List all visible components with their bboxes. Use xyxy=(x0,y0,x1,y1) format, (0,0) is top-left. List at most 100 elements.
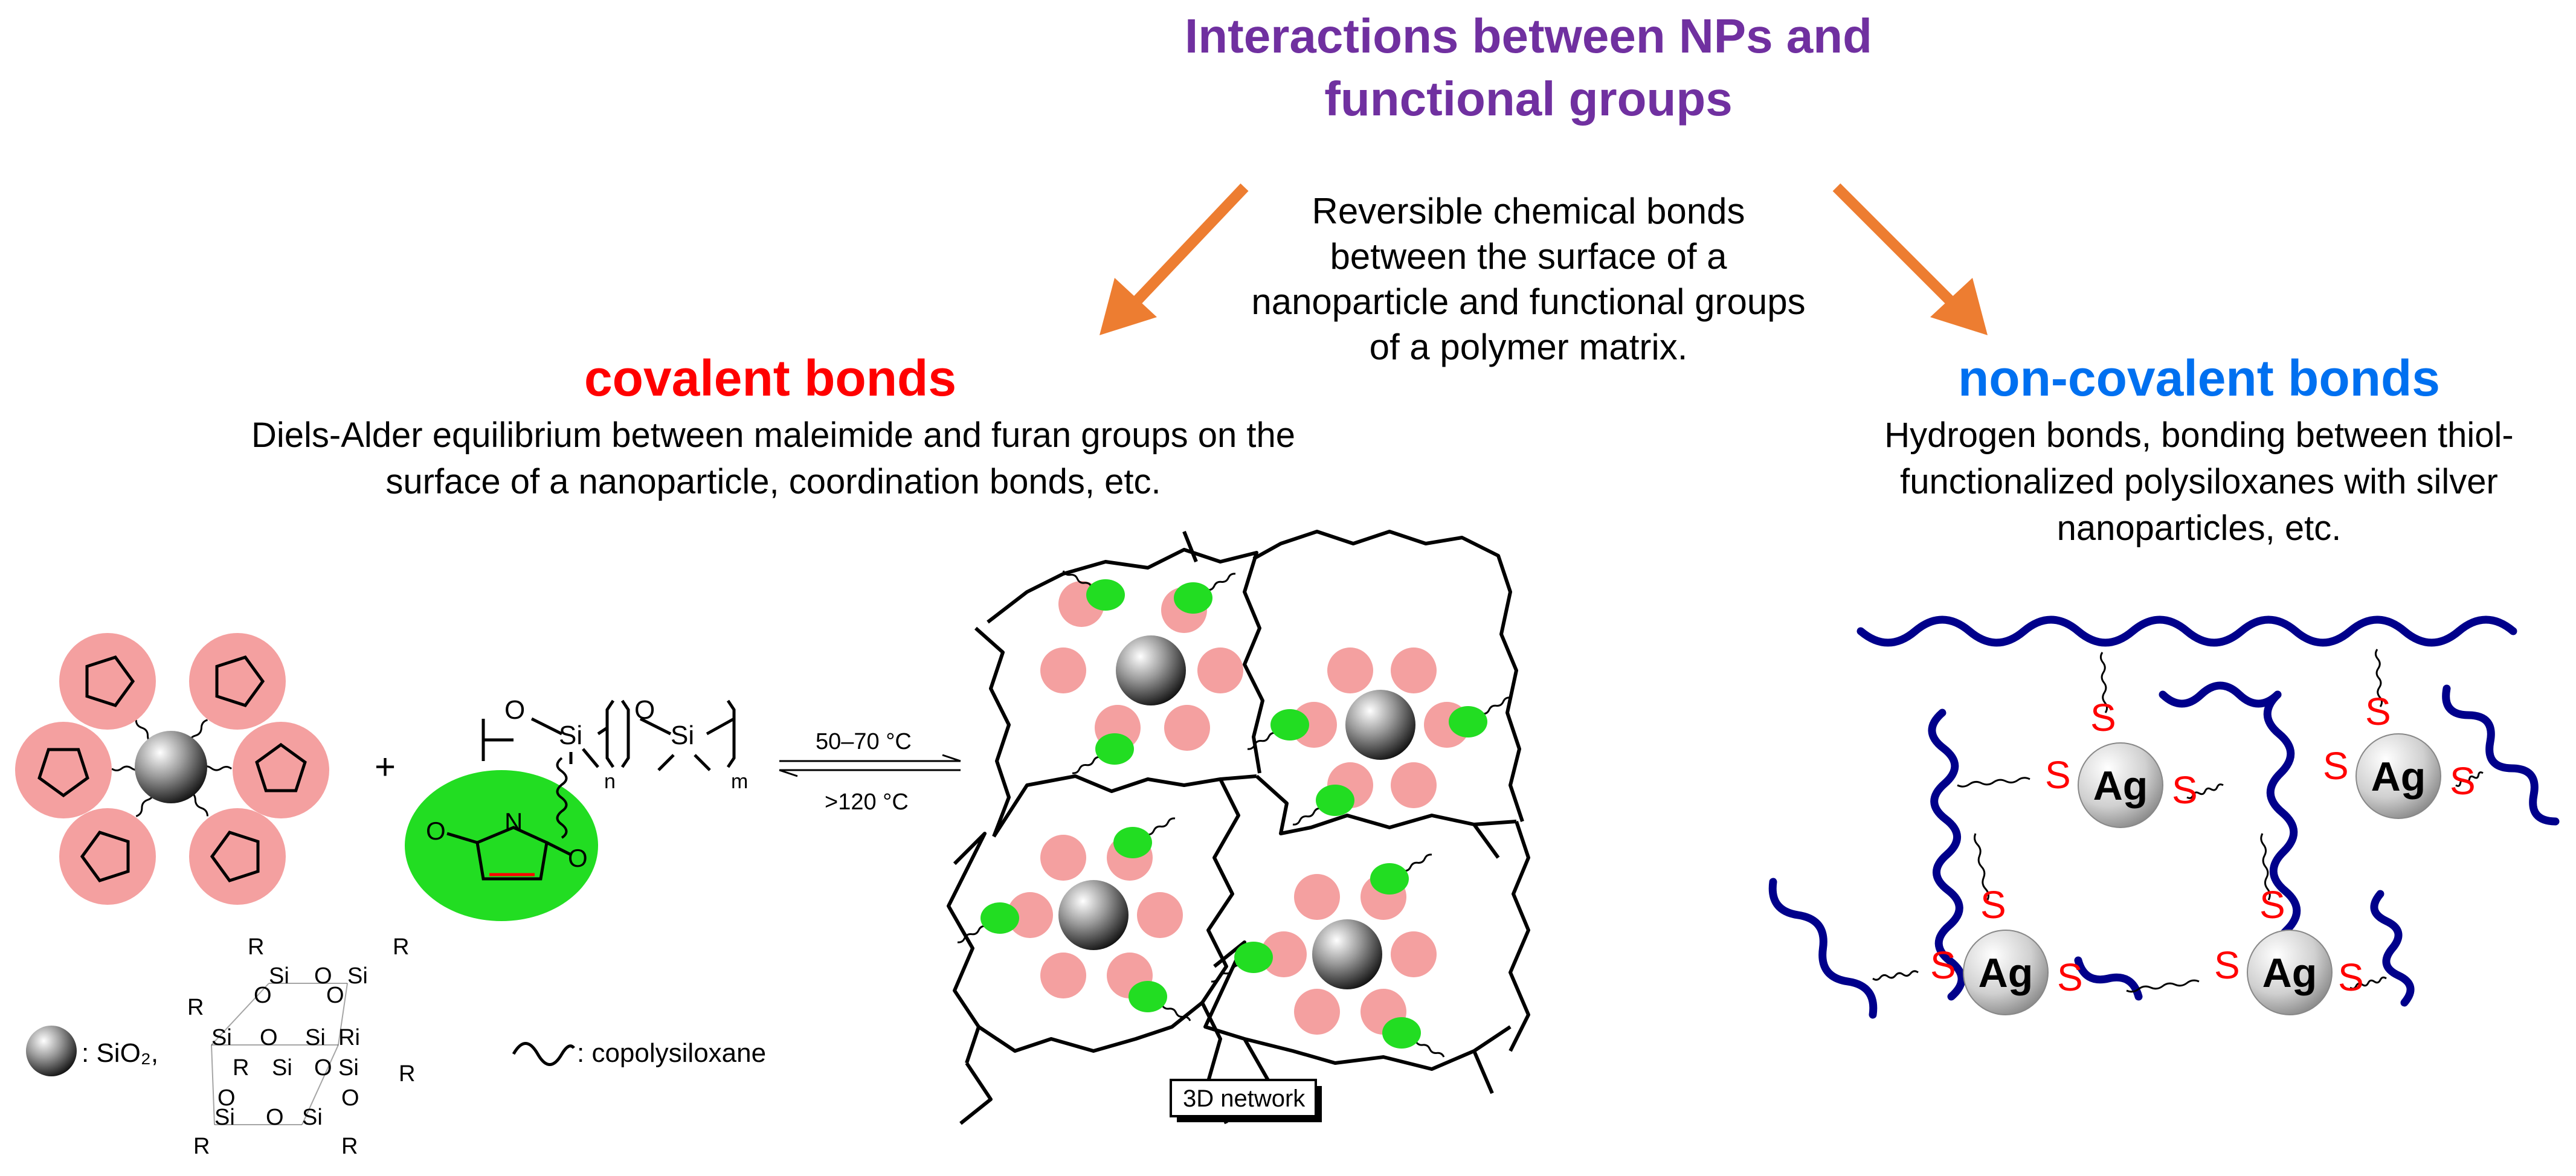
furan-highlight xyxy=(59,808,156,905)
svg-text:O: O xyxy=(426,817,446,845)
sulfur-label: S xyxy=(2214,943,2240,987)
cage-atom: O xyxy=(254,983,272,1008)
maleimide-adduct xyxy=(1316,785,1354,816)
furan-disk xyxy=(1197,647,1243,693)
network-chain xyxy=(1203,940,1512,1071)
furan-highlight xyxy=(15,722,112,818)
network-chain xyxy=(1200,778,1240,1082)
thiol-tether xyxy=(2374,649,2383,707)
maleimide-adduct xyxy=(1449,706,1487,737)
furan-disk xyxy=(1164,705,1210,751)
maleimide-adduct xyxy=(1113,827,1152,858)
plus-sign: + xyxy=(375,747,396,787)
sulfur-label: S xyxy=(1980,883,2006,927)
cage-atom: Si xyxy=(338,1055,359,1081)
arrow-to-covalent xyxy=(1100,183,1249,335)
noncovalent-description: Hydrogen bonds, bonding between thiol-fu… xyxy=(1884,416,2514,548)
cage-atom: O xyxy=(314,963,332,989)
maleimide-adduct xyxy=(1129,981,1167,1012)
cage-atom: Si xyxy=(272,1055,292,1081)
network-chain xyxy=(987,548,1264,774)
cage-atom: O xyxy=(217,1085,236,1111)
furan-disk xyxy=(1294,874,1340,920)
network-chain xyxy=(974,626,1011,838)
network-chain xyxy=(1509,821,1530,1052)
furan-highlight xyxy=(59,633,156,730)
svg-text:N: N xyxy=(504,808,523,836)
maleimide-adduct xyxy=(1174,582,1212,614)
sulfur-label: S xyxy=(2323,744,2349,788)
maleimide-adduct xyxy=(1370,863,1409,895)
furan-highlight xyxy=(189,633,286,730)
furan-disk xyxy=(1261,931,1307,977)
furan-ring xyxy=(215,655,265,707)
svg-text:Si: Si xyxy=(671,721,694,750)
cage-atom: O xyxy=(341,1085,359,1111)
furan-disk xyxy=(1294,989,1340,1035)
sulfur-label: S xyxy=(2090,696,2116,739)
polysiloxane-chain xyxy=(2159,681,2282,708)
svg-text:: copolysiloxane: : copolysiloxane xyxy=(577,1038,766,1068)
covalent-heading: covalent bonds xyxy=(584,350,957,406)
sio2-nanoparticle xyxy=(1345,690,1415,760)
furan-disk xyxy=(1391,931,1437,977)
polysiloxane-chain xyxy=(1768,878,1878,1019)
arrow-to-noncovalent xyxy=(1832,183,1988,335)
cage-atom: R xyxy=(399,1061,415,1087)
thiol-tether xyxy=(2260,833,2271,901)
silver-nanoparticle xyxy=(2078,742,2163,828)
sio2-legend-icon xyxy=(26,1026,77,1076)
cage-atom: R xyxy=(187,995,204,1020)
sulfur-label: S xyxy=(2045,753,2071,797)
sulfur-label: S xyxy=(2057,956,2083,999)
maleimide-highlight xyxy=(405,770,598,921)
furan-nanoparticle xyxy=(15,633,329,905)
sulfur-label: S xyxy=(2450,759,2476,803)
network-chain xyxy=(1255,774,1517,835)
furan-disk xyxy=(1040,647,1086,693)
cage-atom: R xyxy=(233,1055,249,1081)
cage-atom: Ri xyxy=(338,1025,360,1050)
maleimide-adduct xyxy=(1382,1017,1421,1049)
polysiloxane-chain xyxy=(1928,708,1966,1001)
cage-atom: Si xyxy=(211,1025,232,1050)
thiol-tether xyxy=(2455,771,2484,787)
cage-atom: Si xyxy=(214,1105,235,1130)
polysiloxane-chain xyxy=(2442,684,2560,826)
furan-ring xyxy=(210,831,260,882)
cage-atom: R xyxy=(341,1134,358,1159)
maleimide-adduct xyxy=(1234,942,1273,973)
sulfur-label: S xyxy=(2172,768,2198,812)
furan-ring xyxy=(80,831,130,882)
furan-ring xyxy=(37,748,89,798)
furan-highlight xyxy=(189,808,286,905)
cage-atom: O xyxy=(260,1025,278,1050)
network-chain xyxy=(977,1001,1203,1053)
maleimide-adduct xyxy=(980,902,1019,934)
equilibrium-arrows: 50–70 °C >120 °C xyxy=(779,729,961,815)
furan-disk xyxy=(1391,762,1437,808)
furan-highlight xyxy=(233,722,329,818)
network-chain xyxy=(1252,530,1524,822)
silver-label: Ag xyxy=(2093,763,2148,809)
network-chain xyxy=(959,1062,993,1125)
sulfur-label: S xyxy=(2365,690,2391,733)
main-subtitle: Reversible chemical bonds between the su… xyxy=(1251,191,1806,367)
maleimide-adduct xyxy=(1095,733,1134,765)
svg-text:n: n xyxy=(604,770,616,793)
noncovalent-heading: non-covalent bonds xyxy=(1958,350,2440,406)
polysiloxane-chain xyxy=(2074,956,2143,1001)
network-chain xyxy=(992,774,1257,838)
cage-atom: Si xyxy=(347,963,368,989)
svg-text:>120 °C: >120 °C xyxy=(825,789,909,815)
maleimide-adduct xyxy=(1086,579,1125,611)
sulfur-label: S xyxy=(2259,883,2285,927)
silver-label: Ag xyxy=(2262,950,2317,996)
svg-text:: SiO₂,: : SiO₂, xyxy=(82,1038,158,1068)
sulfur-label: S xyxy=(2338,956,2364,999)
silver-nanoparticle xyxy=(2355,733,2441,819)
svg-text:m: m xyxy=(731,770,748,793)
polysiloxane-chain xyxy=(2370,890,2415,1007)
